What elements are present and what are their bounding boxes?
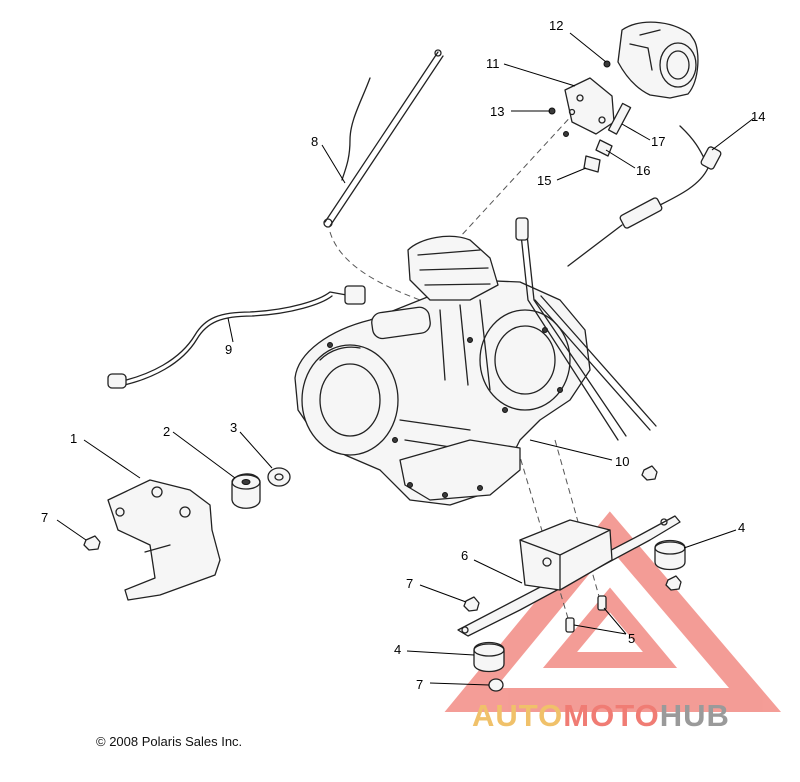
callout-16: 16: [636, 163, 650, 178]
callout-7-middle: 7: [406, 576, 413, 591]
throttle-cover-part: [548, 77, 615, 137]
callout-4-lower: 4: [394, 642, 401, 657]
callout-14: 14: [751, 109, 765, 124]
engine-part: [294, 217, 657, 506]
rubber-mount-4-parts: [473, 539, 686, 673]
callout-6: 6: [461, 548, 468, 563]
callout-labels: 1 2 3 4 4 5 6 7 7 7 8 9 10 11 12 13 14 1…: [41, 18, 765, 692]
callout-3: 3: [230, 420, 237, 435]
callout-9: 9: [225, 342, 232, 357]
watermark-logo: [444, 511, 782, 712]
callout-10: 10: [615, 454, 629, 469]
washer-3-part: [267, 467, 291, 487]
watermark-auto: AUTO: [472, 698, 564, 733]
left-bracket-part: [107, 479, 221, 601]
callout-15: 15: [537, 173, 551, 188]
watermark-hub: HUB: [659, 698, 730, 733]
callout-2: 2: [163, 424, 170, 439]
wiring-harness-part: [107, 285, 366, 389]
throttle-body-part: [603, 21, 699, 99]
leader-lines: [56, 32, 755, 686]
callout-12: 12: [549, 18, 563, 33]
callout-7-lower: 7: [416, 677, 423, 692]
callout-8: 8: [311, 134, 318, 149]
callout-4-right: 4: [738, 520, 745, 535]
nut-parts: [83, 465, 682, 692]
callout-13: 13: [490, 104, 504, 119]
callout-11: 11: [486, 56, 500, 71]
stud-parts: [565, 595, 607, 633]
small-fittings: [583, 102, 632, 173]
alignment-lines: [329, 111, 601, 626]
callout-1: 1: [70, 431, 77, 446]
rubber-mount-2-part: [231, 473, 261, 509]
dipstick-part: [323, 49, 444, 228]
callout-5: 5: [628, 631, 635, 646]
callout-7-left: 7: [41, 510, 48, 525]
watermark-moto: MOTO: [563, 698, 660, 733]
copyright-notice: © 2008 Polaris Sales Inc.: [96, 734, 243, 749]
throttle-cable-part: [567, 125, 722, 267]
engine-plate-part: [457, 515, 681, 637]
callout-17: 17: [651, 134, 665, 149]
watermark-text: AUTOMOTOHUB: [472, 698, 730, 734]
